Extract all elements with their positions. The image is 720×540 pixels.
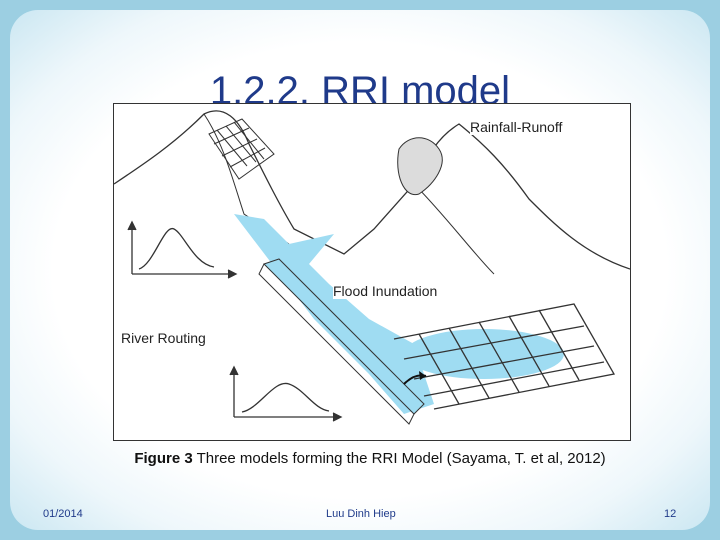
mountain-ridge [203,113,290,245]
label-rainfall-runoff: Rainfall-Runoff [470,119,563,135]
caption-prefix: Figure 3 [134,450,193,467]
inundation-grid [393,303,616,410]
rri-diagram [114,110,630,425]
label-flood-inundation: Flood Inundation [333,283,438,299]
hydrograph-lower [229,365,343,422]
rri-model-figure: Rainfall-Runoff Flood Inundation River R… [113,103,631,441]
mountain-slope [413,183,495,275]
figure-caption: Figure 3 Three models forming the RRI Mo… [0,450,720,467]
hydrograph-upper [127,220,238,279]
footer-author: Luu Dinh Hiep [326,508,396,520]
caption-text: Three models forming the RRI Model (Saya… [192,450,606,467]
label-river-routing: River Routing [121,330,206,346]
slope-grid [208,118,275,180]
river-channel [263,258,425,415]
catchment-shape [397,137,443,196]
footer-page-number: 12 [664,508,677,520]
footer-date: 01/2014 [43,508,83,520]
